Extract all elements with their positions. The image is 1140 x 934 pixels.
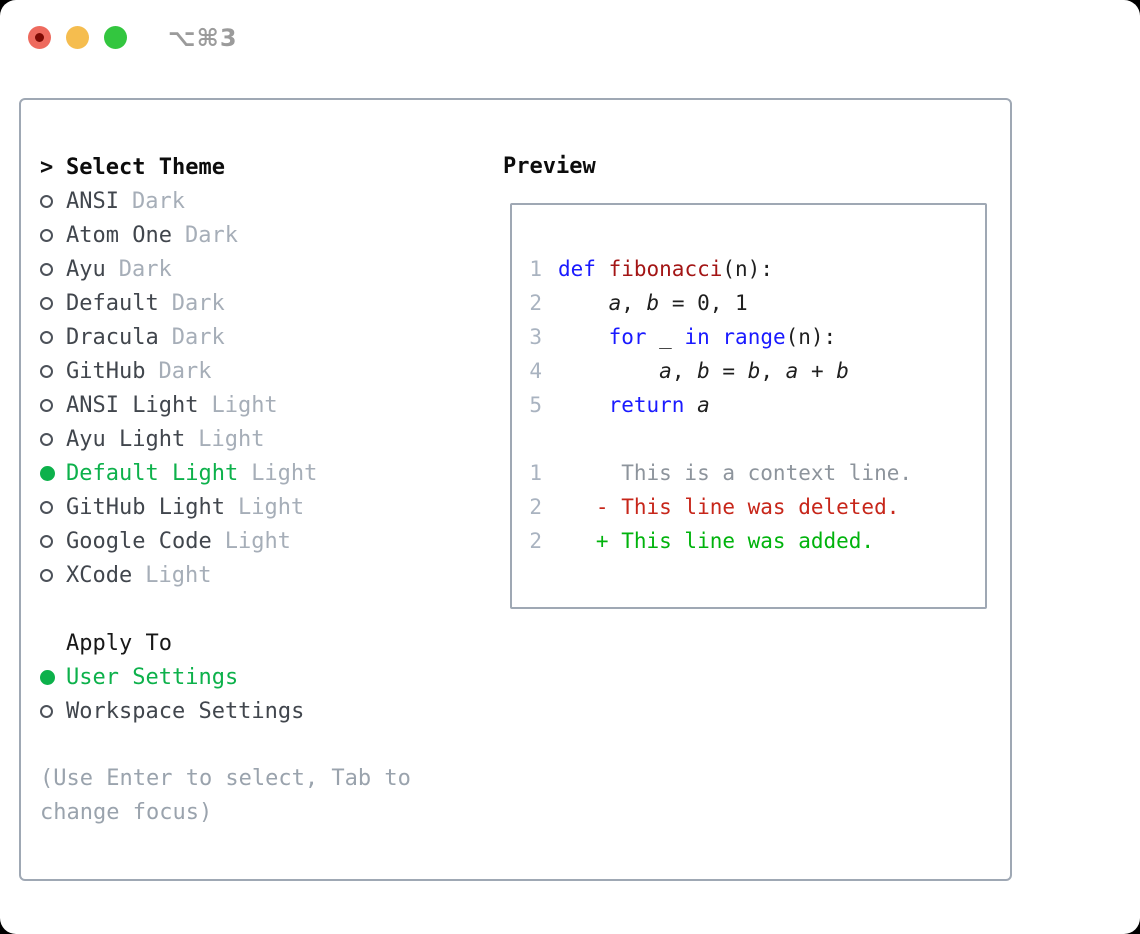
diff-line-added: 2 + This line was added. (522, 524, 985, 558)
window-controls (28, 26, 142, 49)
line-number: 2 (529, 495, 542, 519)
code-line: 4 a, b = b, a + b (522, 354, 985, 388)
close-button-dot-icon (35, 33, 44, 42)
theme-option-github-light[interactable]: GitHub Light Light (40, 490, 480, 524)
theme-option-ansi[interactable]: ANSI Dark (40, 184, 480, 218)
radio-icon (40, 432, 53, 446)
theme-variant-label: Dark (158, 358, 212, 384)
zoom-button[interactable] (104, 26, 127, 49)
minimize-button[interactable] (66, 26, 89, 49)
theme-variant-label: Dark (171, 290, 225, 316)
radio-icon (40, 568, 53, 582)
diff-line-deleted: 2 - This line was deleted. (522, 490, 985, 524)
theme-list-title-row: > Select Theme (40, 150, 480, 184)
radio-icon (40, 228, 53, 242)
theme-option-label: Default (66, 290, 159, 316)
theme-variant-label: Dark (184, 222, 238, 248)
theme-option-label: Google Code (66, 528, 212, 554)
theme-variant-label: Light (145, 562, 212, 588)
radio-icon (40, 398, 53, 412)
code-text: a, b = 0, 1 (608, 291, 748, 315)
radio-icon (40, 704, 53, 718)
apply-option-label: User Settings (66, 664, 239, 690)
radio-icon (40, 364, 53, 378)
code-text: def fibonacci(n): (558, 257, 773, 281)
theme-variant-label: Light (198, 426, 265, 452)
line-number: 1 (529, 461, 542, 485)
code-line: 5 return a (522, 388, 985, 422)
code-line: 2 a, b = 0, 1 (522, 286, 985, 320)
code-text: a, b = b, a + b (659, 359, 849, 383)
line-number: 3 (529, 325, 542, 349)
radio-icon (40, 500, 53, 514)
apply-to-title: Apply To (66, 630, 172, 656)
help-text: (Use Enter to select, Tab to change focu… (40, 766, 411, 825)
theme-option-label: GitHub Light (66, 494, 225, 520)
theme-variant-label: Dark (171, 324, 225, 350)
diff-text: + This line was added. (558, 529, 875, 553)
theme-option-default[interactable]: Default Dark (40, 286, 480, 320)
code-text: for _ in range(n): (608, 325, 837, 349)
theme-option-google-code[interactable]: Google Code Light (40, 524, 480, 558)
radio-icon (40, 534, 53, 548)
theme-list-title: Select Theme (66, 154, 225, 180)
preview-title: Preview (503, 154, 596, 179)
theme-option-dracula[interactable]: Dracula Dark (40, 320, 480, 354)
theme-variant-label: Light (211, 392, 278, 418)
radio-icon (40, 194, 53, 208)
theme-option-label: Ayu (66, 256, 106, 282)
theme-variant-label: Light (237, 494, 305, 520)
line-number: 5 (529, 393, 542, 417)
line-number: 2 (529, 291, 542, 315)
selection-cursor-icon: > (40, 154, 54, 180)
theme-option-ansi-light[interactable]: ANSI Light Light (40, 388, 480, 422)
apply-option-user-settings[interactable]: User Settings (40, 660, 480, 694)
theme-option-label: ANSI Light (66, 392, 199, 418)
apply-to-title-row: Apply To (40, 626, 480, 660)
diff-text: - This line was deleted. (558, 495, 900, 519)
radio-icon (40, 330, 53, 344)
radio-icon (40, 262, 53, 276)
close-button[interactable] (28, 26, 51, 49)
radio-selected-icon (40, 465, 55, 481)
theme-option-default-light[interactable]: Default Light Light (40, 456, 480, 490)
radio-icon (40, 296, 53, 310)
theme-option-label: GitHub (66, 358, 146, 384)
code-text: return a (608, 393, 710, 417)
keyboard-shortcut-label: ⌥⌘3 (168, 24, 238, 52)
theme-option-github[interactable]: GitHub Dark (40, 354, 480, 388)
diff-line-context: 1 This is a context line. (522, 456, 985, 490)
apply-option-workspace-settings[interactable]: Workspace Settings (40, 694, 480, 728)
line-number: 1 (529, 257, 542, 281)
theme-variant-label: Dark (118, 256, 172, 282)
theme-variant-label: Light (251, 460, 318, 486)
apply-option-label: Workspace Settings (66, 698, 305, 724)
code-line: 1 def fibonacci(n): (522, 252, 985, 286)
theme-option-label: XCode (66, 562, 133, 588)
spacer (40, 592, 480, 626)
theme-option-label: Ayu Light (66, 426, 186, 452)
theme-option-label: ANSI (66, 188, 119, 214)
theme-variant-label: Dark (131, 188, 185, 214)
theme-option-label: Atom One (66, 222, 172, 248)
theme-option-xcode[interactable]: XCode Light (40, 558, 480, 592)
code-line: 3 for _ in range(n): (522, 320, 985, 354)
blank-line (522, 422, 985, 456)
theme-option-atom-one[interactable]: Atom One Dark (40, 218, 480, 252)
theme-variant-label: Light (224, 528, 291, 554)
line-number: 2 (529, 529, 542, 553)
diff-text: This is a context line. (558, 461, 913, 485)
radio-selected-icon (40, 669, 55, 685)
theme-option-ayu[interactable]: Ayu Dark (40, 252, 480, 286)
theme-option-ayu-light[interactable]: Ayu Light Light (40, 422, 480, 456)
theme-option-label: Dracula (66, 324, 159, 350)
theme-option-label: Default Light (66, 460, 239, 486)
line-number: 4 (529, 359, 542, 383)
